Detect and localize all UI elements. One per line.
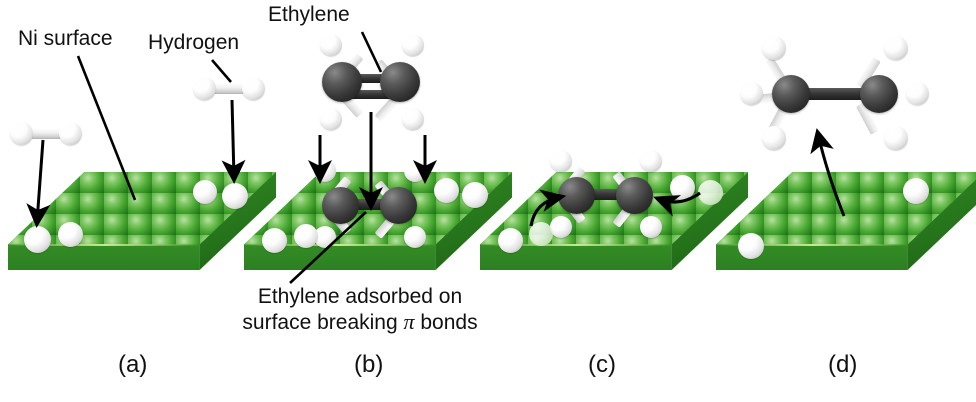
slab-seam bbox=[480, 243, 672, 246]
hydrogen-atom bbox=[10, 122, 33, 145]
hydrogen-atom bbox=[762, 36, 786, 60]
hydrogen-atom bbox=[193, 77, 216, 100]
hydrogen-atom bbox=[640, 216, 662, 238]
hydrogen-atom bbox=[884, 36, 908, 60]
caption-line-2-post: bonds bbox=[414, 311, 478, 334]
h-h-bond bbox=[207, 83, 251, 94]
c-c-single-bond bbox=[576, 189, 634, 200]
carbon-atom bbox=[380, 187, 417, 224]
surface-hydrogen-atom bbox=[294, 224, 318, 248]
surface-hydrogen-atom bbox=[670, 175, 695, 200]
hydrogen-atom bbox=[740, 82, 763, 105]
hydrogen-atom bbox=[402, 108, 424, 130]
surface-hydrogen-atom bbox=[903, 178, 929, 204]
panel-label-d: (d) bbox=[828, 351, 858, 378]
hydrogen-atom bbox=[314, 160, 336, 182]
hydrogen-atom bbox=[884, 126, 908, 150]
hydrogen-atom bbox=[762, 126, 786, 150]
arrow-h2-adsorb-right bbox=[221, 99, 246, 184]
caption-line-2: surface breaking π bonds bbox=[205, 309, 515, 335]
carbon-atom bbox=[616, 177, 653, 214]
hydrogen-atom bbox=[59, 122, 82, 145]
hydrogen-atom bbox=[242, 77, 265, 100]
surface-hydrogen-atom bbox=[738, 233, 764, 259]
caption-line-2-pre: surface breaking bbox=[242, 311, 404, 334]
slab-seam bbox=[716, 243, 908, 246]
c-c-double-bond-lower bbox=[340, 90, 400, 99]
carbon-atom bbox=[380, 62, 420, 102]
hydrogen-atom bbox=[906, 82, 929, 105]
surface-hydrogen-atom bbox=[498, 228, 523, 253]
hydrogen-atom bbox=[404, 160, 426, 182]
surface-hydrogen-atom bbox=[58, 222, 83, 247]
migrating-hydrogen-atom bbox=[698, 180, 723, 205]
hydrogen-atom bbox=[402, 34, 424, 56]
carbon-atom bbox=[772, 75, 810, 113]
h-h-bond bbox=[24, 128, 68, 139]
caption-adsorbed-ethylene: Ethylene adsorbed on surface breaking π … bbox=[205, 284, 515, 335]
hydrogen-atom bbox=[550, 150, 572, 172]
surface-hydrogen-atom bbox=[462, 182, 488, 208]
label-ni-surface: Ni surface bbox=[18, 27, 113, 50]
ni-surface-slab-d bbox=[716, 172, 976, 270]
carbon-atom bbox=[860, 75, 898, 113]
leader-hydrogen bbox=[211, 59, 232, 83]
hydrogen-atom bbox=[640, 150, 662, 172]
panel-label-a: (a) bbox=[118, 351, 148, 378]
c-c-double-bond-upper bbox=[340, 74, 400, 83]
hydrogen-atom bbox=[550, 216, 572, 238]
migrating-hydrogen-atom bbox=[529, 222, 553, 246]
pi-symbol: π bbox=[403, 309, 415, 334]
panel-label-c: (c) bbox=[588, 351, 616, 378]
carbon-atom bbox=[558, 177, 595, 214]
label-hydrogen: Hydrogen bbox=[148, 31, 240, 54]
carbon-atom bbox=[322, 187, 359, 224]
surface-hydrogen-atom bbox=[24, 226, 51, 253]
carbon-atom bbox=[322, 62, 362, 102]
surface-hydrogen-atom bbox=[222, 183, 248, 209]
surface-hydrogen-atom bbox=[434, 178, 459, 203]
surface-hydrogen-atom bbox=[262, 228, 287, 253]
hydrogen-atom bbox=[320, 34, 342, 56]
hydrogen-atom bbox=[320, 108, 342, 130]
slab-seam bbox=[8, 243, 200, 246]
c-c-single-bond bbox=[790, 88, 882, 100]
label-ethylene: Ethylene bbox=[268, 3, 350, 26]
caption-line-1: Ethylene adsorbed on bbox=[257, 285, 463, 308]
panel-label-b: (b) bbox=[354, 351, 384, 378]
surface-hydrogen-atom bbox=[193, 180, 217, 204]
hydrogen-atom bbox=[404, 226, 426, 248]
